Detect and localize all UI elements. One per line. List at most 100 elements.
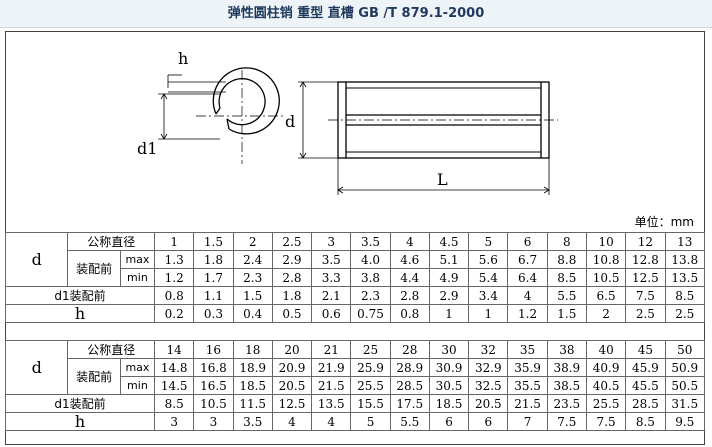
cell: 13: [664, 232, 705, 251]
label-L: L: [437, 170, 448, 189]
cell: 8.8: [546, 250, 587, 269]
label-h-row: h: [4, 412, 156, 431]
cell: 2: [232, 232, 273, 251]
cell: 18.5: [232, 376, 273, 395]
cell: 6: [507, 232, 548, 251]
cell: 11.5: [232, 394, 273, 413]
cell: 38: [546, 340, 587, 359]
cell: 3: [311, 232, 352, 251]
row-nominal: d 公称直径 1 1.5 2 2.5 3 3.5 4 4.5 5 6 8 10 …: [4, 232, 705, 287]
cell: 28.5: [389, 376, 430, 395]
spec-table-large: d 公称直径 14 16 18 20 21 25 28 30 32 35 38 …: [4, 340, 705, 431]
cell: 3.5: [232, 412, 273, 431]
cell: 1.5: [546, 304, 587, 323]
row-min: min 14.5 16.5 18.5 20.5 21.5 25.5 28.5 3…: [6, 376, 705, 395]
cell: 14.5: [154, 376, 195, 395]
cell: 0.2: [154, 304, 195, 323]
cell: 13.8: [664, 250, 705, 269]
cell: 0.8: [389, 304, 430, 323]
cell: 18.9: [232, 358, 273, 377]
cell: 5.1: [428, 250, 470, 269]
label-d1: d1装配前: [4, 394, 156, 413]
cell: 38.5: [546, 376, 587, 395]
cell: 2.5: [625, 304, 666, 323]
cell: 3.5: [311, 250, 352, 269]
cell: 50: [664, 340, 705, 359]
cell: 23.5: [546, 394, 587, 413]
cell: 8.5: [625, 412, 666, 431]
cell: 32.9: [468, 358, 509, 377]
cell: 6: [428, 412, 470, 431]
cell: 16.5: [193, 376, 234, 395]
cell: 1.8: [271, 286, 313, 305]
label-d-col: d: [4, 232, 69, 287]
cell: 21.9: [311, 358, 352, 377]
cell: 21.5: [311, 376, 352, 395]
cell: 5.5: [389, 412, 430, 431]
pin-drawing: h d1 d L: [137, 49, 558, 195]
cell: 20.5: [468, 394, 509, 413]
cell: 0.6: [311, 304, 352, 323]
cell: 0.3: [193, 304, 234, 323]
cell: 0.4: [232, 304, 273, 323]
row-max: 装配前 max 14.8 16.8 18.9 20.9 21.9 25.9 28…: [6, 358, 705, 395]
cell: 3.8: [350, 268, 391, 287]
row-max: 装配前 max 1.3 1.8 2.4 2.9 3.5 4.0 4.6 5.1 …: [6, 250, 705, 287]
cell: 1.5: [193, 232, 234, 251]
cell: 45.9: [625, 358, 666, 377]
cell: 8.5: [546, 268, 587, 287]
label-nominal: 公称直径: [67, 232, 156, 251]
cell: 32.5: [468, 376, 509, 395]
cell: 6: [468, 412, 509, 431]
cell: 1.1: [193, 286, 234, 305]
cell: 35.9: [507, 358, 548, 377]
cell: 16: [193, 340, 234, 359]
cell: 17.5: [389, 394, 430, 413]
cell: 3.3: [311, 268, 352, 287]
cell: 35.5: [507, 376, 548, 395]
label-d-col: d: [4, 340, 69, 395]
cell: 4: [507, 286, 548, 305]
row-d1: d1装配前 0.8 1.1 1.5 1.8 2.1 2.3 2.8 2.9 3.…: [4, 286, 705, 305]
cell: 21: [311, 340, 352, 359]
cell: 20.9: [271, 358, 313, 377]
cell: 2.5: [664, 304, 705, 323]
cell: 31.5: [664, 394, 705, 413]
label-min: min: [119, 376, 156, 395]
label-nominal: 公称直径: [67, 340, 156, 359]
cell: 14: [154, 340, 195, 359]
cell: 30.5: [428, 376, 470, 395]
cell: 30: [428, 340, 470, 359]
ring-inner: [218, 78, 266, 126]
cell: 28.5: [625, 394, 666, 413]
cell: 25.9: [350, 358, 391, 377]
label-h-row: h: [4, 304, 156, 323]
cell: 28.9: [389, 358, 430, 377]
cell: 9.5: [664, 412, 705, 431]
cell: 2.3: [350, 286, 391, 305]
cell: 4.6: [389, 250, 430, 269]
cell: 50.5: [664, 376, 705, 395]
cell: 0.75: [350, 304, 391, 323]
cell: 2.3: [232, 268, 273, 287]
ring-outer: [212, 67, 280, 135]
cell: 7: [507, 412, 548, 431]
cell: 2.8: [389, 286, 430, 305]
cell: 12.8: [625, 250, 666, 269]
row-d1: d1装配前 8.5 10.5 11.5 12.5 13.5 15.5 17.5 …: [4, 394, 705, 413]
cell: 40.5: [585, 376, 627, 395]
cell: 25.5: [350, 376, 391, 395]
cell: 20.5: [271, 376, 313, 395]
cell: 6.4: [507, 268, 548, 287]
cell: 2.1: [311, 286, 352, 305]
page-title: 弹性圆柱销 重型 直槽 GB /T 879.1-2000: [0, 0, 712, 28]
label-max: max: [119, 250, 156, 269]
cell: 14.8: [154, 358, 195, 377]
unit-label: 单位：mm: [634, 215, 694, 229]
label-max: max: [119, 358, 156, 377]
cell: 7.5: [585, 412, 627, 431]
label-before-assembly: 装配前: [67, 358, 121, 395]
cell: 5: [350, 412, 391, 431]
row-h: h 3 3 3.5 4 4 5 5.5 6 6 7 7.5 7.5 8.5 9.…: [4, 412, 705, 431]
cell: 3: [154, 412, 195, 431]
